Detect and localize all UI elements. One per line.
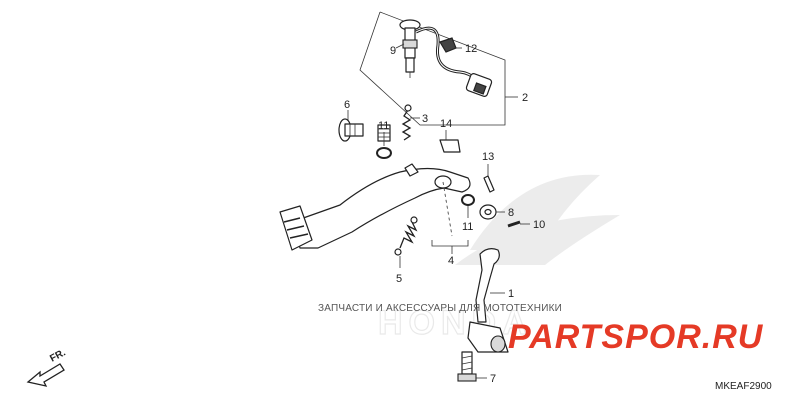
part-13-cotter-pin [483,175,495,193]
pivot-axis [442,181,453,237]
watermark-brand: PARTSPOR.RU [508,318,764,356]
callout-3: 3 [422,113,428,125]
callout-11-upper: 11 [378,120,389,132]
callout-12: 12 [465,43,477,55]
leader-4 [431,240,469,247]
part-3-spring [401,104,412,141]
callout-7: 7 [490,373,496,385]
callout-14: 14 [440,118,452,130]
brake-pedal [279,163,471,251]
leader-9 [395,43,405,49]
part-7-bolt [457,351,477,382]
part-9-stop-switch [399,19,421,78]
direction-label: FR. [48,347,68,364]
callout-9: 9 [390,45,396,57]
callout-6: 6 [344,99,350,111]
part-10-pin [507,220,521,228]
part-1-push-rod [467,248,509,353]
callout-10: 10 [533,219,545,231]
callout-13: 13 [482,151,494,163]
diagram-code: MKEAF2900 [715,381,772,392]
group-2-outline [359,11,506,126]
callout-5: 5 [396,273,402,285]
part-6-pivot-bolt [338,118,364,142]
part-14-bracket [439,139,461,153]
callout-2: 2 [522,92,528,104]
callout-4: 4 [448,255,454,267]
watermark-tagline: ЗАПЧАСТИ И АКСЕССУАРЫ ДЛЯ МОТОТЕХНИКИ [318,303,563,314]
callout-1: 1 [508,288,514,300]
part-5-return-spring [394,216,418,256]
switch-connector [465,73,493,97]
callout-11-lower: 11 [462,221,473,233]
front-direction-arrow-icon: FR. [26,347,68,387]
callout-8: 8 [508,207,514,219]
part-11-washer-upper [376,147,392,159]
part-8-washer [479,204,497,220]
part-11-washer-lower [461,194,475,206]
